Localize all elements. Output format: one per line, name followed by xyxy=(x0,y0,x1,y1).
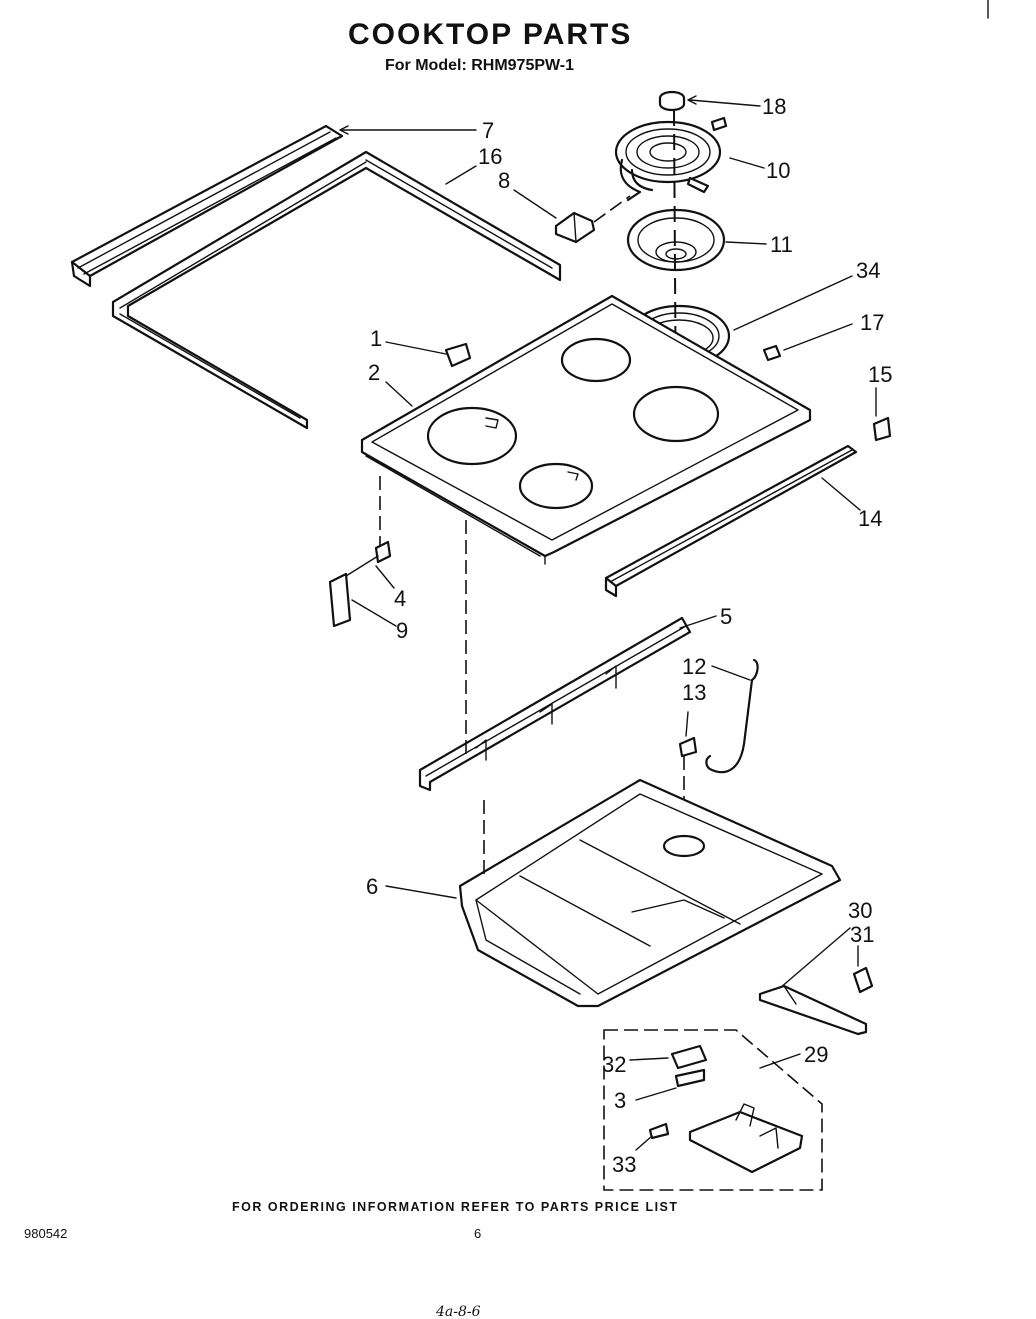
callout-29: 29 xyxy=(804,1042,828,1067)
part-15-bracket xyxy=(872,416,892,442)
callout-3: 3 xyxy=(614,1088,626,1113)
callout-10: 10 xyxy=(766,158,790,183)
part-4-9-bracket xyxy=(328,476,392,628)
callout-6: 6 xyxy=(366,874,378,899)
part-32-switch xyxy=(670,1044,708,1070)
callout-18: 18 xyxy=(762,94,786,119)
part-2-cooktop xyxy=(360,294,812,565)
model-subtitle: For Model: RHM975PW-1 xyxy=(385,57,574,74)
callout-13: 13 xyxy=(682,680,706,705)
page-number: 6 xyxy=(474,1226,481,1241)
callout-32: 32 xyxy=(602,1052,626,1077)
part-7-rear-trim xyxy=(70,124,344,288)
callout-16: 16 xyxy=(478,144,502,169)
callout-12: 12 xyxy=(682,654,706,679)
part-13-clip xyxy=(678,736,698,758)
callout-14: 14 xyxy=(858,506,882,531)
part-33-screw xyxy=(648,1122,670,1140)
part-6-cooktop-pan xyxy=(458,778,842,1008)
callout-2: 2 xyxy=(368,360,380,385)
callout-31: 31 xyxy=(850,922,874,947)
callout-9: 9 xyxy=(396,618,408,643)
part-14-front-trim xyxy=(604,444,858,598)
part-5-support-bracket xyxy=(418,520,692,792)
callout-8: 8 xyxy=(498,168,510,193)
part-16-frame xyxy=(111,150,562,430)
page-title: COOKTOP PARTS xyxy=(348,18,632,51)
part-30-bracket xyxy=(758,984,868,1036)
callout-30: 30 xyxy=(848,898,872,923)
ordering-note: FOR ORDERING INFORMATION REFER TO PARTS … xyxy=(232,1200,679,1214)
part-8-terminal-block xyxy=(554,195,631,244)
callout-33: 33 xyxy=(612,1152,636,1177)
part-29-switch-assembly xyxy=(688,1103,804,1174)
leader-lines xyxy=(339,95,877,1151)
callout-5: 5 xyxy=(720,604,732,629)
part-11-drip-bowl xyxy=(626,208,726,272)
part-12-wire xyxy=(705,658,759,774)
part-17-clip xyxy=(762,344,782,362)
handwritten-note: 4a-8-6 xyxy=(435,1304,481,1319)
part-31-insulator xyxy=(852,966,874,994)
part-29-group-box xyxy=(603,1029,823,1191)
callout-4: 4 xyxy=(394,586,406,611)
callout-11: 11 xyxy=(770,232,793,257)
part-3-plate xyxy=(674,1068,706,1088)
callout-7: 7 xyxy=(482,118,494,143)
callout-15: 15 xyxy=(868,362,892,387)
document-number: 980542 xyxy=(24,1226,67,1241)
part-18-cap xyxy=(658,90,686,112)
callout-labels: 7 16 8 18 10 11 34 17 15 14 1 2 4 9 5 12… xyxy=(366,94,892,1177)
callout-17: 17 xyxy=(860,310,884,335)
callout-34: 34 xyxy=(856,258,880,283)
callout-1: 1 xyxy=(370,326,382,351)
part-10-surface-element xyxy=(614,116,728,202)
